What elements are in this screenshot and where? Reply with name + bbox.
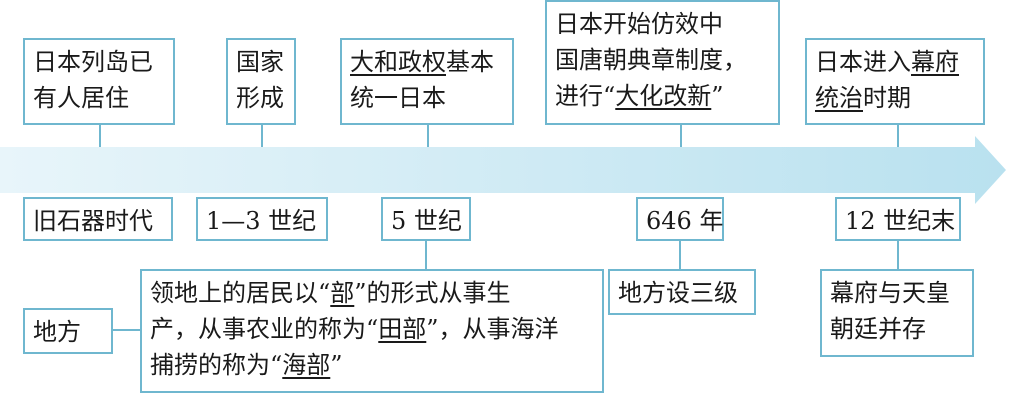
text-line: 大和政权基本	[350, 44, 504, 80]
text-segment: ”	[711, 82, 724, 110]
text-segment: ”的形式从事生	[354, 279, 511, 307]
text-segment: 形成	[236, 84, 284, 112]
text-segment: 时期	[863, 84, 911, 112]
text-segment: 日本列岛已	[33, 48, 153, 76]
period-646: 646 年	[636, 197, 724, 241]
period-paleolithic: 旧石器时代	[23, 197, 173, 241]
text-segment: 有人居住	[33, 84, 129, 112]
text-line: 产，从事农业的称为“田部”，从事海洋	[150, 311, 594, 347]
text-line: 幕府与天皇	[830, 275, 964, 311]
text-segment: ”	[330, 351, 343, 379]
text-segment: 进行“	[555, 82, 616, 110]
text-line: 日本开始仿效中	[555, 6, 770, 42]
connector-event-1	[99, 124, 101, 147]
text-line: 领地上的居民以“部”的形式从事生	[150, 275, 594, 311]
underlined-term: 幕府	[911, 48, 959, 76]
text-segment: 捕捞的称为“	[150, 351, 283, 379]
period-12th-century-end: 12 世纪末	[835, 197, 961, 241]
text-line: 统治时期	[815, 80, 975, 116]
text-line: 进行“大化改新”	[555, 78, 770, 114]
connector-646	[679, 240, 681, 270]
text-line: 日本列岛已	[33, 44, 165, 80]
connector-event-5	[897, 124, 899, 147]
underlined-term: 统治	[815, 84, 863, 112]
event-box-shogunate: 日本进入幕府统治时期	[805, 38, 985, 125]
event-box-yamato-unification: 大和政权基本统一日本	[340, 38, 514, 125]
period-5th-century: 5 世纪	[381, 197, 471, 241]
underlined-term: 海部	[282, 351, 331, 379]
underlined-term: 大和政权	[350, 48, 446, 76]
text-line: 形成	[236, 80, 286, 116]
text-segment: 幕府与天皇	[830, 279, 950, 307]
text-segment: 产，从事农业的称为“	[150, 315, 379, 343]
text-line: 捕捞的称为“海部”	[150, 347, 594, 383]
text-segment: 日本进入	[815, 48, 911, 76]
text-line: 日本进入幕府	[815, 44, 975, 80]
note-be-system: 领地上的居民以“部”的形式从事生产，从事农业的称为“田部”，从事海洋捕捞的称为“…	[140, 269, 604, 393]
text-line: 统一日本	[350, 80, 504, 116]
text-segment: 基本	[446, 48, 494, 76]
underlined-term: 部	[330, 279, 355, 307]
event-box-taika-reform: 日本开始仿效中国唐朝典章制度， 进行“大化改新”	[545, 0, 780, 125]
connector-5th-century	[425, 240, 427, 270]
text-line: 有人居住	[33, 80, 165, 116]
text-segment: 统一日本	[350, 84, 446, 112]
text-segment: 朝廷并存	[830, 315, 926, 343]
local-label: 地方	[23, 308, 113, 354]
text-segment: ”，从事海洋	[426, 315, 559, 343]
underlined-term: 田部	[378, 315, 427, 343]
text-line: 朝廷并存	[830, 311, 964, 347]
text-segment: 日本开始仿效中	[555, 10, 723, 38]
text-segment: 领地上的居民以“	[150, 279, 331, 307]
period-1-3-century: 1—3 世纪	[196, 197, 328, 241]
connector-local	[112, 329, 140, 331]
text-segment: 国家	[236, 48, 284, 76]
connector-event-2	[261, 124, 263, 147]
note-coexistence: 幕府与天皇朝廷并存	[820, 269, 974, 357]
text-segment: 国唐朝典章制度，	[555, 46, 747, 74]
event-box-state-formed: 国家形成	[226, 38, 296, 125]
text-line: 国唐朝典章制度，	[555, 42, 770, 78]
note-three-levels: 地方设三级	[608, 269, 756, 315]
connector-event-3	[427, 124, 429, 147]
connector-12th-century	[897, 240, 899, 270]
underlined-term: 大化改新	[615, 82, 712, 110]
text-line: 国家	[236, 44, 286, 80]
event-box-inhabited: 日本列岛已有人居住	[23, 38, 175, 125]
connector-event-4	[680, 124, 682, 147]
